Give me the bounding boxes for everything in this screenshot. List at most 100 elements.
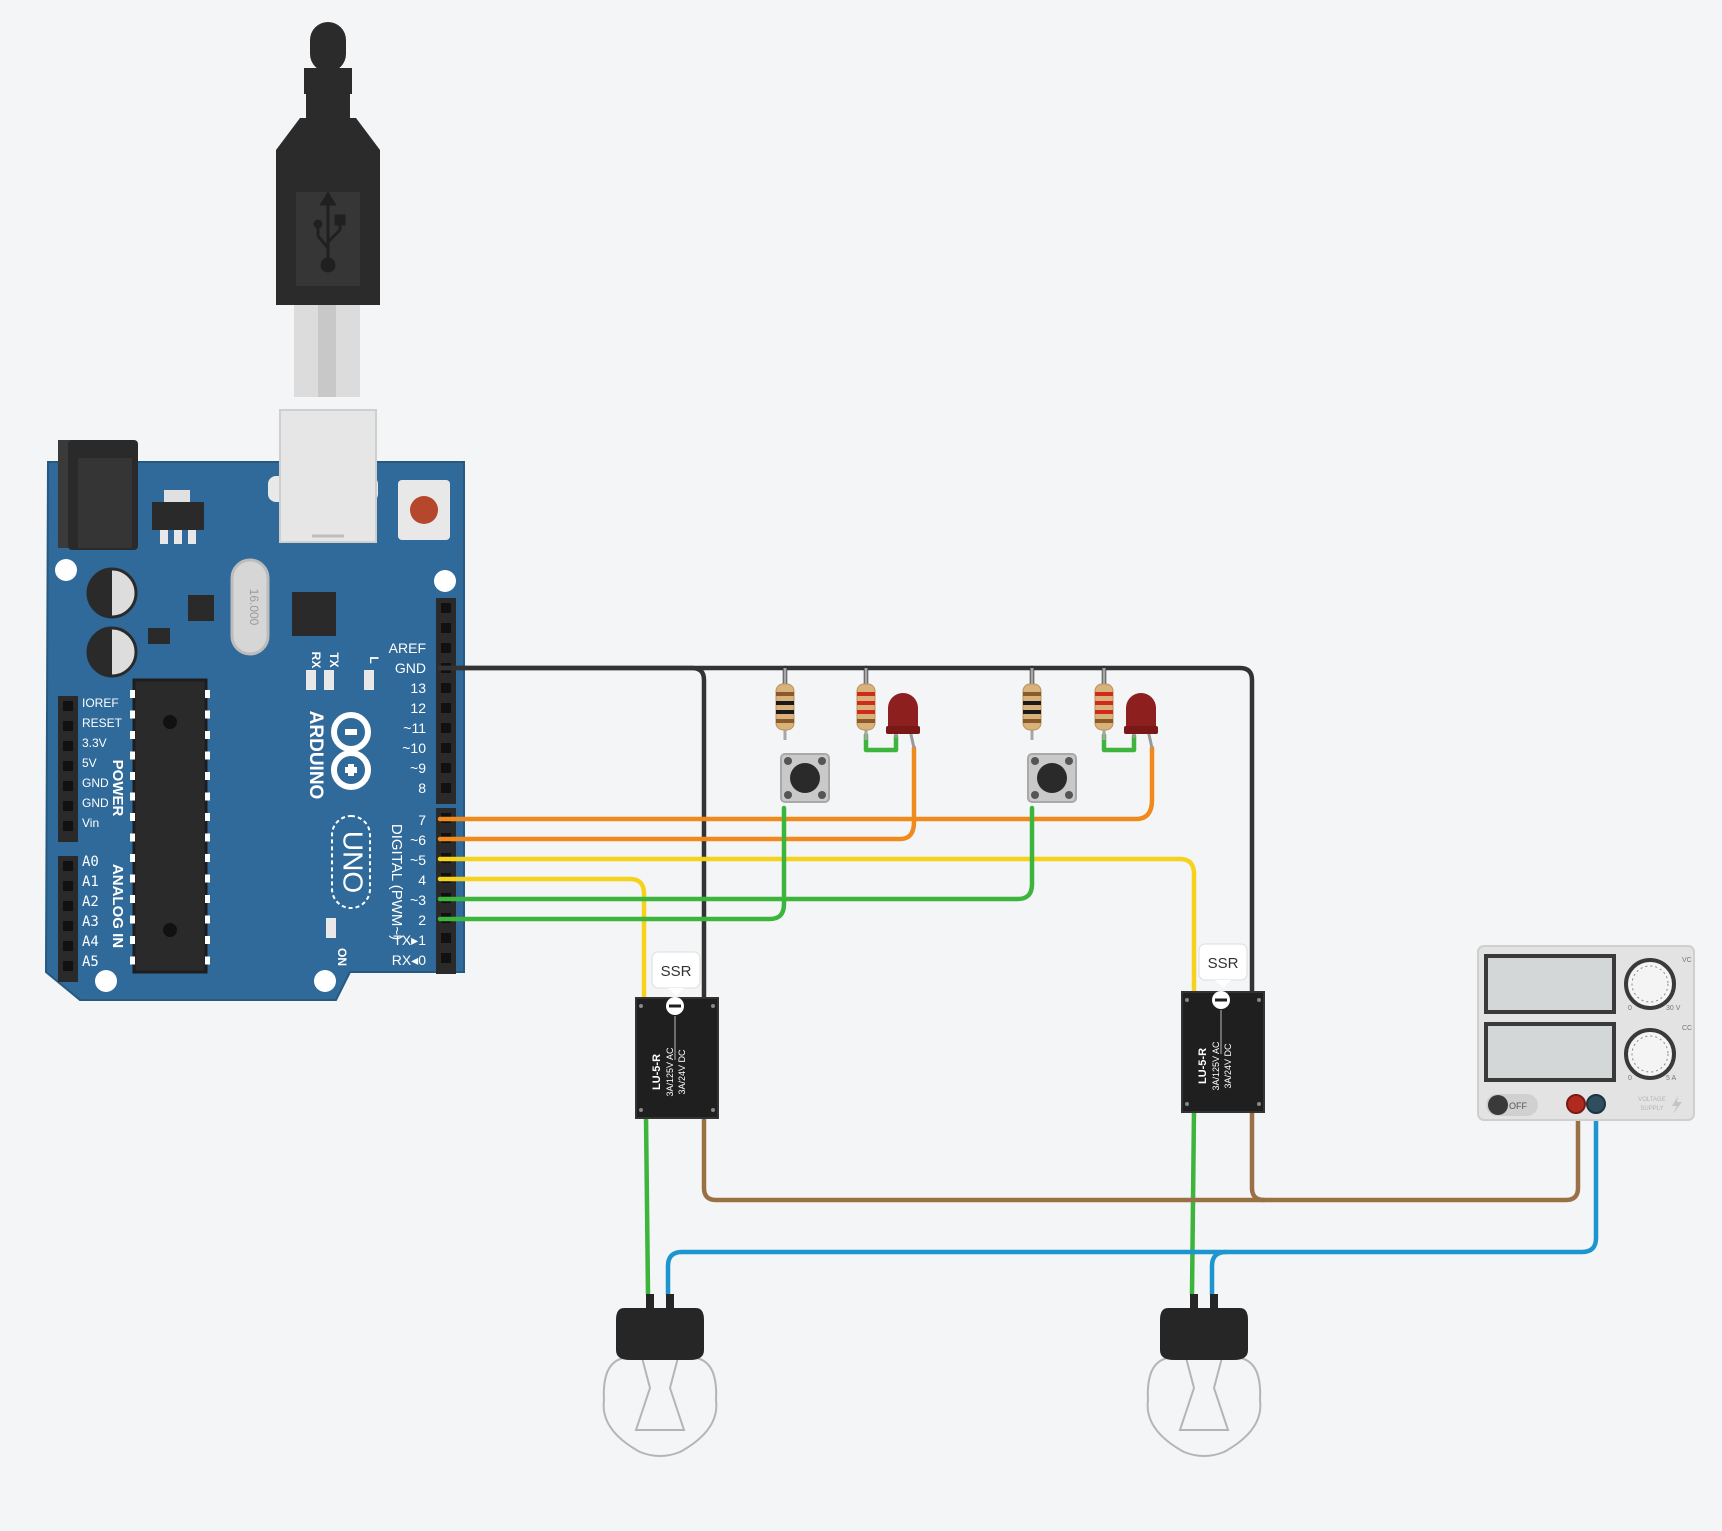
power-header-pin[interactable]	[63, 701, 73, 711]
resistor-button-1[interactable]	[775, 668, 795, 740]
digital-pin-label: 4	[418, 872, 426, 888]
digital-header-top-pin[interactable]	[441, 643, 451, 653]
wire-pin7-led-2	[437, 745, 1155, 822]
power-header-pin[interactable]	[63, 821, 73, 831]
voltage-min: 0	[1628, 1005, 1632, 1012]
wire-pin2-button-1	[437, 805, 787, 922]
current-max: 5 A	[1666, 1075, 1676, 1082]
on-label: ON	[335, 948, 349, 966]
digital-pin-label: 13	[410, 680, 426, 696]
resistor-led-1[interactable]	[856, 668, 876, 740]
resistor-led-2[interactable]	[1094, 668, 1114, 740]
relay-1-rating-2: 3A/24V DC	[677, 1049, 687, 1095]
relay-1[interactable]: LU-5-R 3A/125V AC 3A/24V DC SSR	[635, 951, 719, 1119]
wire-pin5-relay-2	[437, 856, 1197, 997]
wire-supply-bulbs	[665, 1103, 1599, 1297]
digital-header-bottom[interactable]	[436, 808, 456, 974]
analog-pin-label: A4	[82, 934, 99, 950]
voltage-knob[interactable]	[1624, 958, 1676, 1010]
tx-label: TX	[327, 652, 341, 667]
usb-cable[interactable]	[276, 22, 380, 397]
resistors	[775, 668, 1114, 740]
power-header-pin[interactable]	[63, 781, 73, 791]
brand-line-1: VOLTAGE	[1638, 1097, 1665, 1103]
relay-2[interactable]: LU-5-R 3A/125V AC 3A/24V DC SSR	[1181, 943, 1265, 1113]
digital-header-top-pin[interactable]	[441, 623, 451, 633]
wire-gnd-relay-2	[437, 665, 1255, 995]
digital-header-top-pin[interactable]	[441, 703, 451, 713]
digital-header-bottom-pin[interactable]	[441, 953, 451, 963]
led-2[interactable]	[1124, 693, 1158, 749]
pushbutton-2[interactable]	[1027, 753, 1077, 803]
wire-relay2-supply	[1249, 1107, 1267, 1203]
wire-supply-bulb-2	[1209, 1249, 1229, 1297]
power-header-pin[interactable]	[63, 721, 73, 731]
pin-headers	[58, 598, 456, 982]
analog-header[interactable]	[58, 856, 78, 982]
analog-title: ANALOG IN	[109, 864, 126, 948]
relay-2-model: LU-5-R	[1197, 1048, 1209, 1084]
led-1[interactable]	[886, 693, 920, 749]
analog-header-pin[interactable]	[63, 881, 73, 891]
relay-1-model: LU-5-R	[651, 1054, 663, 1090]
digital-header-top-pin[interactable]	[441, 743, 451, 753]
current-knob[interactable]	[1624, 1028, 1676, 1080]
digital-header-top-pin[interactable]	[441, 603, 451, 613]
digital-pin-label: 8	[418, 780, 426, 796]
wire-pin4-relay-1	[437, 876, 647, 1003]
wire-pin3-button-2	[437, 805, 1035, 902]
power-header[interactable]	[58, 696, 78, 842]
wire-led1-resistor	[863, 732, 899, 753]
power-pin-label: IOREF	[82, 696, 119, 710]
digital-header-top[interactable]	[436, 598, 456, 804]
power-header-pin[interactable]	[63, 741, 73, 751]
analog-pin-label: A1	[82, 874, 99, 890]
digital-header-top-pin[interactable]	[441, 783, 451, 793]
arduino-uno-board[interactable]: 16.000 RX TX L ON ARDUINO UNO DIGITAL (P…	[44, 409, 465, 1001]
analog-pin-label: A0	[82, 854, 99, 870]
wires	[437, 665, 1599, 1297]
digital-header-top-pin[interactable]	[441, 683, 451, 693]
digital-header-bottom-pin[interactable]	[441, 933, 451, 943]
digital-pin-label: GND	[395, 660, 426, 676]
lightning-icon	[1672, 1096, 1682, 1114]
current-min: 0	[1628, 1075, 1632, 1082]
power-header-pin[interactable]	[63, 801, 73, 811]
digital-header-top-pin[interactable]	[441, 763, 451, 773]
power-header-pin[interactable]	[63, 761, 73, 771]
brand-line-2: SUPPLY	[1640, 1106, 1663, 1112]
power-switch[interactable]: OFF	[1486, 1094, 1538, 1116]
relay-1-tag: SSR	[651, 951, 701, 996]
analog-header-pin[interactable]	[63, 901, 73, 911]
analog-header-pin[interactable]	[63, 941, 73, 951]
digital-title: DIGITAL (PWM~)	[388, 824, 405, 940]
usb-icon	[313, 191, 346, 273]
power-pin-label: 3.3V	[82, 736, 107, 750]
analog-header-pin[interactable]	[63, 961, 73, 971]
current-tag: CC	[1682, 1025, 1692, 1032]
light-bulb-2[interactable]	[1146, 1294, 1262, 1457]
pushbutton-1[interactable]	[780, 753, 830, 803]
digital-header-top-pin[interactable]	[441, 723, 451, 733]
analog-header-pin[interactable]	[63, 921, 73, 931]
digital-pin-label: ~6	[410, 832, 426, 848]
negative-terminal[interactable]	[1586, 1094, 1606, 1114]
analog-header-pin[interactable]	[63, 861, 73, 871]
digital-pin-label: 7	[418, 812, 426, 828]
power-supply[interactable]: VC CC 0 30 V 0 5 A OFF VOLTAGE SUPPLY	[1477, 945, 1695, 1121]
digital-pin-label: RX◂0	[392, 952, 426, 968]
analog-pin-label: A2	[82, 894, 99, 910]
relay-2-rating-2: 3A/24V DC	[1223, 1043, 1233, 1089]
chip-pins	[130, 690, 210, 965]
digital-pin-label: 12	[410, 700, 426, 716]
power-pin-label: GND	[82, 796, 109, 810]
resistor-button-2[interactable]	[1022, 668, 1042, 740]
wire-relay1-bulb1	[643, 1113, 651, 1297]
positive-terminal[interactable]	[1566, 1094, 1586, 1114]
wire-pin6-led-1	[437, 745, 917, 842]
wire-relay1-supply	[701, 1103, 1581, 1203]
light-bulb-1[interactable]	[602, 1294, 718, 1457]
